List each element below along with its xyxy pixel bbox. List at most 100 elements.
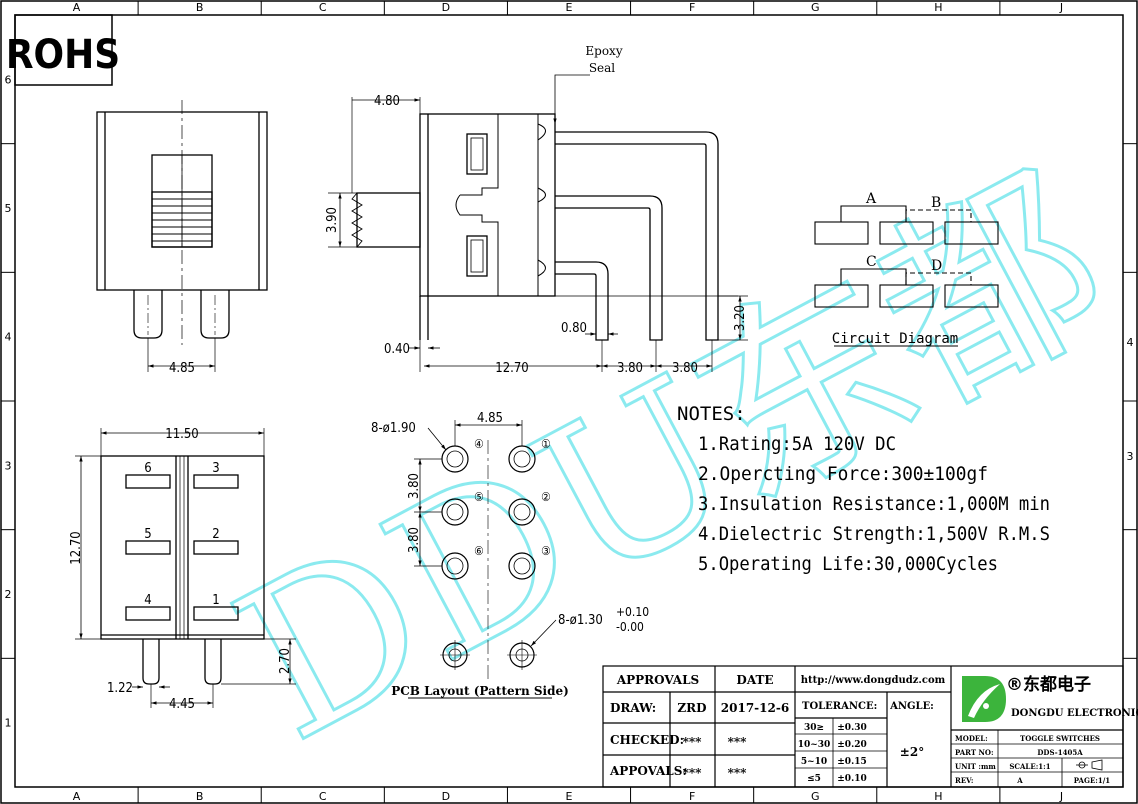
dim-side-pitch-1: 3.80	[617, 361, 643, 376]
row-marker-left-1: 1	[5, 717, 12, 730]
tb-tol-range-4: ≤5	[807, 774, 821, 784]
column-marker-top-d: D	[442, 1, 450, 14]
tb-part-label: PART NO:	[955, 748, 994, 757]
dim-side-top: 4.80	[374, 94, 400, 109]
pcb-label-1: ①	[541, 437, 551, 451]
tb-model-label: MODEL:	[955, 734, 988, 743]
circuit-label-c: C	[866, 254, 877, 270]
tb-angle-value: ±2°	[900, 745, 924, 759]
tb-appovals-by: ***	[683, 766, 703, 780]
top-view	[75, 428, 296, 708]
dim-pcb-tol-minus: -0.00	[616, 620, 644, 634]
column-marker-bottom-b: B	[196, 790, 204, 803]
tb-draw: DRAW:	[610, 701, 656, 715]
tb-tol-value-3: ±0.15	[837, 757, 866, 767]
top-label-1: 1	[212, 593, 219, 608]
dim-pcb-vertical-2: 3.80	[407, 527, 422, 553]
dim-pcb-vertical-1: 3.80	[407, 473, 422, 499]
note-4: 4.Dielectric Strength:1,500V R.M.S	[698, 523, 1050, 545]
dim-top-pin: 2.70	[278, 648, 293, 674]
tb-tolerance: TOLERANCE:	[802, 701, 877, 712]
column-marker-top-e: E	[566, 1, 573, 14]
epoxy-label-1: Epoxy	[585, 44, 622, 58]
tb-tol-value-4: ±0.10	[837, 774, 866, 784]
dim-pcb-tol-plus: +0.10	[616, 605, 649, 619]
title-block	[602, 665, 1124, 788]
pcb-label-5: ⑤	[474, 490, 484, 504]
tb-page: PAGE:1/1	[1074, 776, 1111, 785]
tb-tol-value-1: ±0.30	[837, 723, 866, 733]
note-1: 1.Rating:5A 120V DC	[698, 433, 896, 455]
top-label-2: 2	[212, 527, 219, 542]
pcb-label-4: ④	[474, 437, 484, 451]
tb-unit: UNIT :mm	[955, 762, 996, 771]
dim-side-height: 3.90	[325, 207, 340, 233]
tb-checked-date: ***	[728, 735, 748, 749]
pcb-label-2: ②	[541, 490, 551, 504]
projection-symbol	[1076, 759, 1103, 771]
tb-draw-by: ZRD	[677, 701, 706, 715]
tb-appovals: APPOVALS:	[609, 764, 687, 778]
tb-company-en: DONGDU ELECTRONICS	[1011, 708, 1138, 719]
front-view	[96, 100, 268, 372]
pcb-caption: PCB Layout (Pattern Side)	[391, 684, 569, 698]
dim-top-width: 11.50	[165, 427, 198, 442]
note-5: 5.Operating Life:30,000Cycles	[698, 553, 998, 575]
tb-url: http://www.dongdudz.com	[801, 675, 946, 686]
row-marker-left-6: 6	[5, 73, 12, 86]
rohs-box	[14, 14, 113, 86]
tb-date: DATE	[736, 673, 773, 687]
column-marker-bottom-c: C	[319, 790, 327, 803]
dim-front-pin-pitch: 4.85	[169, 361, 195, 376]
tb-approvals: APPROVALS	[616, 673, 699, 687]
note-2: 2.Opercting Force:300±100gf	[698, 463, 988, 485]
note-3: 3.Insulation Resistance:1,000M min	[698, 493, 1050, 515]
column-marker-bottom-g: G	[811, 790, 820, 803]
circuit-label-a: A	[865, 191, 877, 207]
tb-rev: A	[1016, 776, 1023, 785]
row-marker-left-2: 2	[5, 588, 12, 601]
dim-side-pin-width: 0.80	[561, 321, 587, 336]
side-view	[328, 74, 748, 372]
column-marker-top-h: H	[934, 1, 942, 14]
tb-part: DDS-1405A	[1037, 748, 1083, 757]
tb-angle: ANGLE:	[889, 701, 934, 712]
column-marker-top-c: C	[319, 1, 327, 14]
dim-side-base: 0.40	[384, 342, 410, 357]
column-marker-bottom-h: H	[934, 790, 942, 803]
row-marker-right-4: 4	[1127, 336, 1134, 349]
pcb-label-3: ③	[541, 544, 551, 558]
circuit-label-b: B	[931, 195, 941, 211]
company-logo	[962, 676, 1006, 722]
column-marker-bottom-d: D	[442, 790, 450, 803]
top-label-5: 5	[144, 527, 151, 542]
dim-top-pitch: 4.45	[169, 697, 195, 712]
column-marker-bottom-f: F	[689, 790, 695, 803]
dim-pcb-hole: 8-ø1.90	[371, 421, 416, 436]
row-marker-right-3: 3	[1127, 450, 1134, 463]
pcb-label-6: ⑥	[474, 544, 484, 558]
column-marker-top-g: G	[811, 1, 820, 14]
dim-side-pin-length: 3.20	[733, 305, 748, 331]
column-marker-top-j: J	[1059, 1, 1063, 14]
rohs-label: ROHS	[6, 32, 120, 78]
tb-tol-range-1: 30≥	[804, 723, 824, 733]
column-marker-bottom-j: J	[1059, 790, 1063, 803]
tb-appovals-date: ***	[728, 766, 748, 780]
row-marker-left-3: 3	[5, 459, 12, 472]
dim-top-pin-width: 1.22	[107, 681, 133, 696]
tb-tol-range-3: 5~10	[801, 757, 827, 767]
row-marker-left-5: 5	[5, 202, 12, 215]
column-marker-top-a: A	[73, 1, 81, 14]
top-label-6: 6	[144, 461, 151, 476]
circuit-label-d: D	[931, 258, 942, 274]
tb-company-cn: ®东都电子	[1006, 674, 1091, 695]
tb-scale: SCALE:1:1	[1009, 762, 1050, 771]
circuit-caption: Circuit Diagram	[832, 331, 958, 347]
epoxy-label-2: Seal	[589, 61, 615, 75]
notes: NOTES: 1.Rating:5A 120V DC 2.Opercting F…	[677, 403, 1050, 575]
